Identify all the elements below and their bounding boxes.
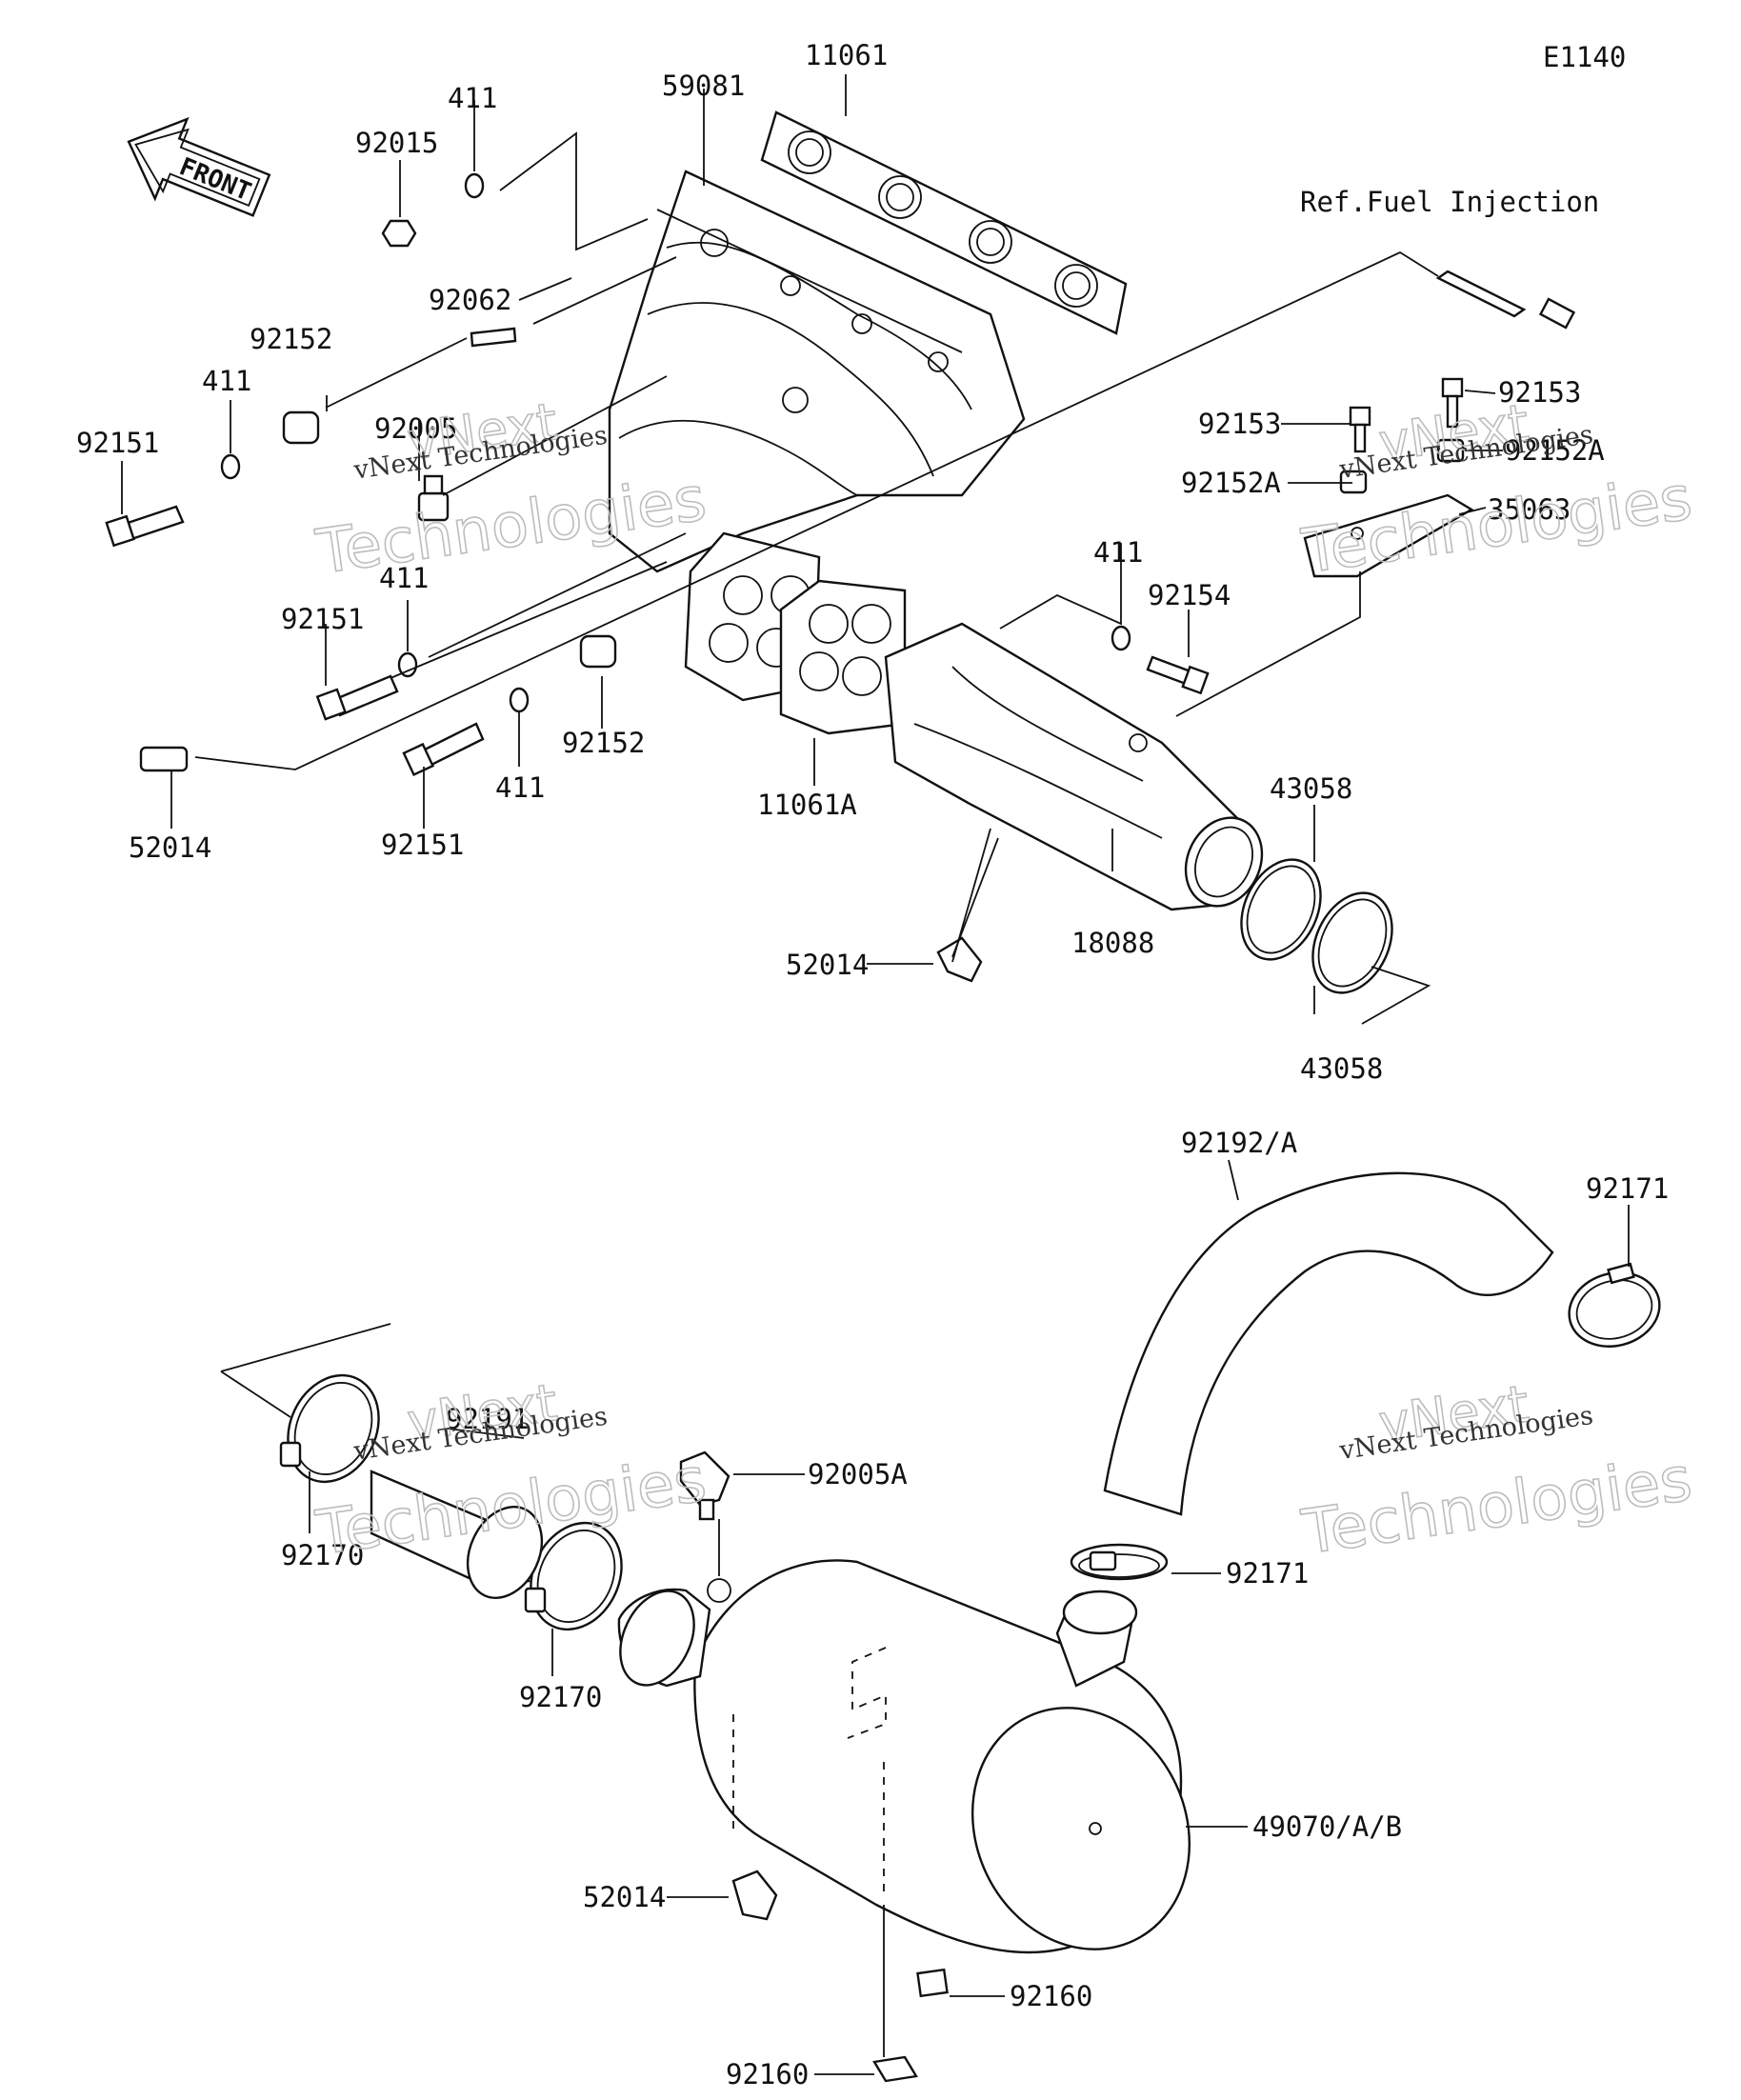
label-92152A-b: 92152A — [1505, 434, 1605, 467]
collar-92152-a — [282, 410, 320, 445]
label-92160-b: 92160 — [726, 2058, 809, 2090]
elbow-52014-c — [731, 1870, 778, 1921]
label-92151-b: 92151 — [281, 603, 364, 635]
label-92152-a: 92152 — [250, 323, 332, 355]
label-18088: 18088 — [1071, 927, 1154, 959]
exhaust-manifold-59081 — [608, 170, 1026, 573]
muffler-49070 — [617, 1559, 1191, 1954]
label-92153-a: 92153 — [1198, 408, 1281, 440]
label-92192: 92192/A — [1181, 1127, 1297, 1159]
watermark-4: vNext vNext Technologies Technologies — [1297, 1373, 1697, 1570]
clamp-92171-a — [1568, 1262, 1661, 1348]
washer-411-a — [464, 172, 485, 199]
clamp-92170-a — [279, 1373, 380, 1484]
fitting-92005 — [417, 474, 450, 522]
washer-411-c — [397, 651, 418, 678]
bolt-92151-c — [402, 722, 485, 777]
bolt-92154 — [1146, 655, 1210, 695]
clamp-92171-b — [1070, 1543, 1169, 1581]
sleeve-92191 — [370, 1470, 544, 1600]
bolt-92151-b — [315, 674, 399, 721]
label-43058-b: 43058 — [1300, 1052, 1383, 1085]
label-411-b: 411 — [202, 365, 251, 397]
label-52014-a: 52014 — [129, 831, 211, 864]
exhaust-pipe-18088 — [884, 622, 1264, 911]
label-59081: 59081 — [662, 70, 745, 102]
label-92005A: 92005A — [808, 1458, 908, 1490]
label-52014-b: 52014 — [786, 949, 869, 981]
gasket-11061 — [760, 110, 1128, 335]
label-92160-a: 92160 — [1010, 1980, 1092, 2012]
watermark-2: vNext vNext Technologies Technologies — [1297, 392, 1697, 589]
label-92152-b: 92152 — [562, 727, 645, 759]
label-411-d: 411 — [495, 771, 545, 804]
label-52014-c: 52014 — [583, 1881, 666, 1913]
nut-92015 — [381, 219, 417, 248]
label-92062: 92062 — [429, 284, 511, 316]
bolt-92151-a — [105, 505, 185, 548]
label-92153-b: 92153 — [1498, 376, 1581, 409]
elbow-52014-b — [936, 936, 983, 983]
front-arrow-icon: FRONT — [127, 116, 271, 217]
nipple-52014-a — [139, 746, 189, 772]
bolt-92153-b — [1441, 377, 1464, 429]
label-92154: 92154 — [1148, 579, 1231, 611]
label-92151-a: 92151 — [76, 427, 159, 459]
diagram-code: E1140 — [1543, 41, 1626, 73]
leader-lines — [121, 74, 1630, 2075]
label-411-a: 411 — [448, 82, 497, 114]
bolt-92153-a — [1349, 406, 1371, 453]
label-411-c: 411 — [379, 562, 429, 594]
label-92171-a: 92171 — [1586, 1172, 1669, 1205]
bracket-35063 — [1303, 493, 1474, 578]
label-43058-a: 43058 — [1270, 772, 1352, 805]
pad-92160-a — [916, 1968, 949, 1998]
label-92152A-a: 92152A — [1181, 467, 1281, 499]
elbow-92005A — [679, 1450, 730, 1521]
label-92170-b: 92170 — [519, 1681, 602, 1713]
hose-92192 — [1103, 1171, 1554, 1516]
part-labels: 11061 59081 411 92015 92062 92152 411 92… — [76, 39, 1669, 2090]
collar-92152A-b — [1436, 438, 1465, 463]
washer-411-d — [509, 687, 530, 713]
label-11061: 11061 — [805, 39, 888, 71]
collar-92152-b — [579, 634, 617, 669]
label-49070: 49070/A/B — [1252, 1810, 1402, 1843]
label-92191: 92191 — [446, 1403, 529, 1435]
label-92171-b: 92171 — [1226, 1557, 1309, 1590]
label-92015: 92015 — [355, 127, 438, 159]
label-92005: 92005 — [374, 412, 457, 445]
label-11061A: 11061A — [757, 789, 857, 821]
label-35063: 35063 — [1488, 493, 1571, 526]
ref-fuel-injection-note: Ref.Fuel Injection — [1300, 186, 1599, 218]
fuel-injection-sensor-icon — [1435, 270, 1576, 330]
pad-92160-b — [872, 2055, 918, 2083]
stud-92062 — [470, 327, 517, 348]
washer-411-e — [1111, 625, 1131, 651]
label-92170-a: 92170 — [281, 1539, 364, 1571]
gasket-11061A — [779, 579, 907, 735]
washer-411-b — [220, 453, 241, 480]
label-92151-c: 92151 — [381, 829, 464, 861]
label-411-e: 411 — [1093, 536, 1143, 569]
collar-92152A-a — [1339, 470, 1368, 494]
